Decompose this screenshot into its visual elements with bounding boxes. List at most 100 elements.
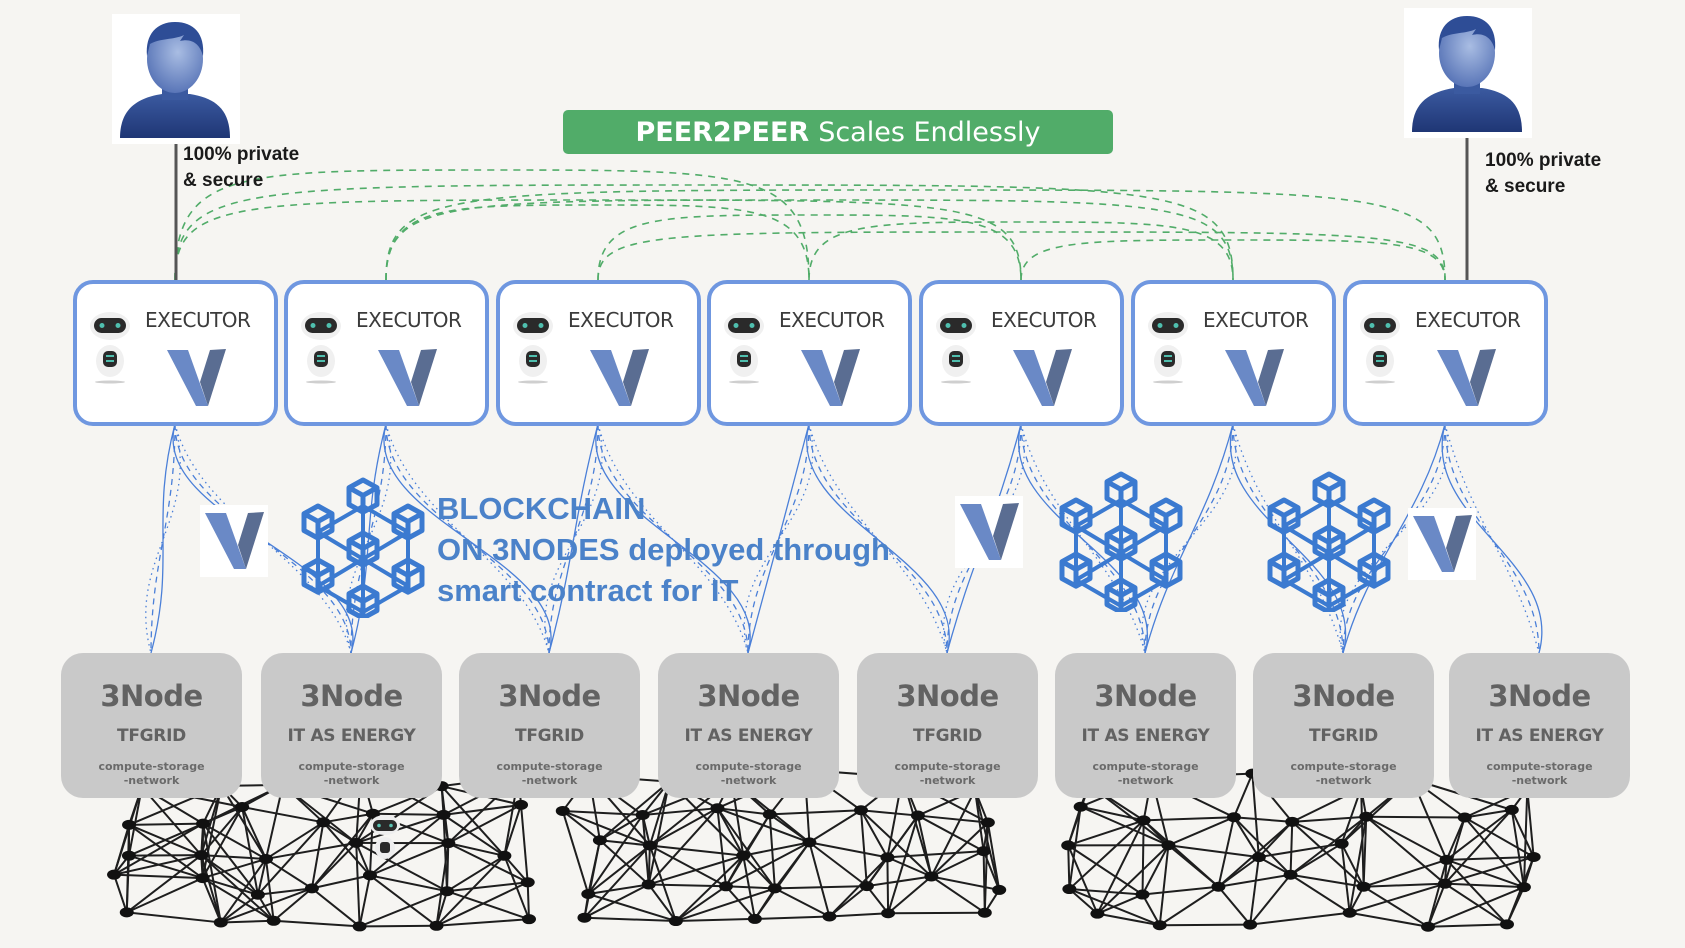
mesh-edge <box>503 804 522 857</box>
mesh-node <box>924 871 939 882</box>
node-subtitle: IT AS ENERGY <box>1081 726 1210 746</box>
node-description: compute-storage -network <box>261 760 442 788</box>
mesh-edge <box>1290 842 1343 876</box>
mesh-edge <box>436 881 529 927</box>
3node-card[interactable]: 3Node TFGRID compute-storage -network <box>459 653 640 798</box>
mesh-node <box>581 888 596 899</box>
executor-node-link <box>806 423 950 654</box>
executor-label: EXECUTOR <box>1415 308 1521 332</box>
executor-node-link <box>1342 423 1446 654</box>
mesh-edge <box>1233 816 1293 823</box>
mesh-node <box>119 907 134 918</box>
mesh-edge <box>562 810 651 847</box>
v-logo-icon <box>378 349 437 406</box>
executor-card[interactable]: EXECUTOR <box>496 280 701 426</box>
3node-card[interactable]: 3Node IT AS ENERGY compute-storage -netw… <box>261 653 442 798</box>
executor-node-link <box>597 423 749 654</box>
mesh-node <box>555 805 570 816</box>
mesh-edge <box>273 887 313 922</box>
mesh-edge <box>369 842 449 877</box>
mesh-edge <box>808 842 831 917</box>
mesh-edge <box>126 911 221 924</box>
node-desc-line1: compute-storage <box>496 760 603 773</box>
mesh-edge <box>1141 820 1145 895</box>
mesh-node <box>1251 852 1266 863</box>
executor-card[interactable]: EXECUTOR <box>1343 280 1548 426</box>
executor-node-link <box>350 423 387 654</box>
executor-card[interactable]: EXECUTOR <box>707 280 912 426</box>
3node-card[interactable]: 3Node TFGRID compute-storage -network <box>61 653 242 798</box>
executor-card[interactable]: EXECUTOR <box>73 280 278 426</box>
mesh-edge <box>1292 815 1367 823</box>
peer-link <box>808 221 1234 281</box>
mesh-edge <box>647 883 677 922</box>
mesh-edge <box>443 803 522 816</box>
peer-link <box>174 184 1234 281</box>
mesh-node <box>1334 838 1349 849</box>
mesh-edge <box>1233 816 1260 858</box>
mesh-edge <box>1251 773 1260 858</box>
node-description: compute-storage -network <box>1055 760 1236 788</box>
mesh-edge <box>725 885 775 890</box>
node-desc-line1: compute-storage <box>695 760 802 773</box>
mesh-node <box>194 850 209 861</box>
mesh-edge <box>768 814 776 889</box>
person-icon <box>1412 16 1522 132</box>
mesh-edge <box>1445 859 1508 926</box>
mesh-node <box>107 869 122 880</box>
mesh-node <box>980 817 995 828</box>
executor-label: EXECUTOR <box>145 308 251 332</box>
mesh-edge <box>1218 873 1291 888</box>
mesh-edge <box>769 809 862 816</box>
node-desc-line2: -network <box>720 774 777 787</box>
mesh-node <box>577 912 592 923</box>
mesh-edge <box>808 841 868 887</box>
v-logo-icon <box>1413 515 1472 572</box>
robot-icon <box>301 312 341 384</box>
peer-link <box>597 231 1446 281</box>
mesh-edge <box>1349 882 1446 914</box>
node-title: 3Node <box>300 679 403 713</box>
executor-card[interactable]: EXECUTOR <box>284 280 489 426</box>
mesh-edge <box>355 842 448 893</box>
mesh-edge <box>1067 819 1144 847</box>
mesh-edge <box>264 858 275 921</box>
mesh-edge <box>1159 923 1251 927</box>
mesh-edge <box>201 806 244 879</box>
executor-card[interactable]: EXECUTOR <box>919 280 1124 426</box>
user-avatar-right <box>1404 8 1532 138</box>
mesh-edge <box>310 822 325 889</box>
user-note-right: 100% private & secure <box>1485 148 1601 200</box>
mesh-edge <box>1340 816 1367 845</box>
mesh-edge <box>930 821 989 878</box>
v-logo-icon <box>1013 349 1072 406</box>
3node-card[interactable]: 3Node TFGRID compute-storage -network <box>1253 653 1434 798</box>
3node-card[interactable]: 3Node IT AS ENERGY compute-storage -netw… <box>1055 653 1236 798</box>
mesh-node <box>1439 854 1454 865</box>
mesh-edge <box>202 822 267 860</box>
mesh-edge <box>265 821 324 860</box>
mesh-edge <box>1427 886 1525 928</box>
node-description: compute-storage -network <box>658 760 839 788</box>
mesh-edge <box>1068 888 1099 915</box>
3node-card[interactable]: 3Node TFGRID compute-storage -network <box>857 653 1038 798</box>
mesh-edge <box>930 875 986 914</box>
mesh-edge <box>1463 816 1525 888</box>
mesh-edge <box>1510 809 1525 888</box>
mesh-edge <box>860 809 889 858</box>
executor-label: EXECUTOR <box>991 308 1097 332</box>
3node-card[interactable]: 3Node IT AS ENERGY compute-storage -netw… <box>1449 653 1630 798</box>
mesh-edge <box>1362 816 1368 887</box>
robot-icon <box>936 312 976 384</box>
mesh-edge <box>1366 815 1465 819</box>
mesh-edge <box>311 887 361 928</box>
mesh-edge <box>859 810 868 887</box>
mesh-edge <box>725 855 745 887</box>
v-logo-icon <box>1225 349 1284 406</box>
executor-node-link <box>1339 423 1449 654</box>
mesh-node <box>1285 816 1300 827</box>
executor-card[interactable]: EXECUTOR <box>1131 280 1336 426</box>
mesh-edge <box>648 883 726 888</box>
3node-card[interactable]: 3Node IT AS ENERGY compute-storage -netw… <box>658 653 839 798</box>
mesh-edge <box>1427 883 1446 928</box>
